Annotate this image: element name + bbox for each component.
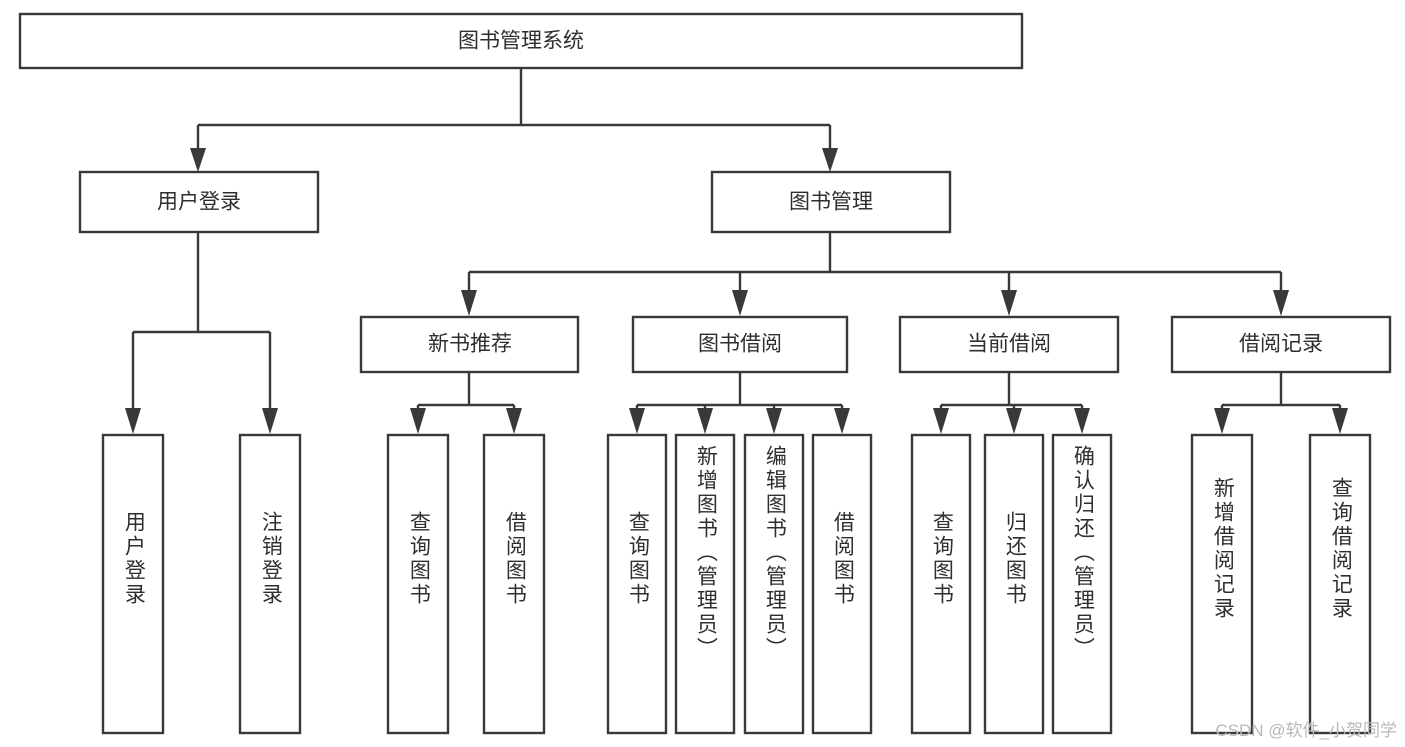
node-leaf-add-borrow-record-box[interactable] [1190, 433, 1254, 735]
node-user-login[interactable]: 用户登录 [78, 170, 320, 234]
arrow-head-icon [766, 408, 782, 434]
arrow-head-icon [1332, 408, 1348, 434]
node-leaf-borrow-book-2-box[interactable] [811, 433, 873, 735]
connectors-group [125, 68, 1348, 434]
node-book-manage[interactable]: 图书管理 [710, 170, 952, 234]
arrow-head-icon [410, 408, 426, 434]
node-leaf-query-book-3-box[interactable] [910, 433, 972, 735]
node-leaf-edit-book-admin-box[interactable] [743, 433, 805, 735]
arrow-head-icon [1074, 408, 1090, 434]
node-root-box[interactable] [18, 12, 1024, 70]
node-book-manage-label: 图书管理 [789, 191, 873, 214]
node-book-borrow[interactable]: 图书借阅 [631, 315, 849, 374]
node-leaf-logout-login-box[interactable] [238, 433, 302, 735]
node-new-book-recommend[interactable]: 新书推荐 [359, 315, 580, 374]
node-root[interactable]: 图书管理系统 [18, 12, 1024, 70]
node-current-borrow[interactable]: 当前借阅 [898, 315, 1120, 374]
node-book-manage-box[interactable] [710, 170, 952, 234]
node-book-borrow-box[interactable] [631, 315, 849, 374]
node-leaf-add-book-admin-box[interactable] [674, 433, 736, 735]
node-leaf-query-book-2-box[interactable] [606, 433, 668, 735]
leaf-boxes-group [101, 433, 1372, 735]
arrow-head-icon [834, 408, 850, 434]
arrow-head-icon [461, 290, 477, 316]
node-user-login-label: 用户登录 [157, 191, 241, 214]
arrow-head-icon [732, 290, 748, 316]
arrow-head-icon [262, 408, 278, 434]
arrow-head-icon [629, 408, 645, 434]
node-current-borrow-label: 当前借阅 [967, 333, 1051, 356]
arrow-head-icon [822, 148, 838, 172]
node-book-borrow-label: 图书借阅 [698, 333, 782, 356]
arrow-head-icon [506, 408, 522, 434]
node-leaf-user-login-box[interactable] [101, 433, 165, 735]
node-leaf-query-book-1-box[interactable] [386, 433, 450, 735]
node-borrow-record[interactable]: 借阅记录 [1170, 315, 1392, 374]
node-new-book-recommend-label: 新书推荐 [428, 333, 512, 356]
node-leaf-query-borrow-record-box[interactable] [1308, 433, 1372, 735]
node-leaf-return-book-box[interactable] [983, 433, 1045, 735]
node-current-borrow-box[interactable] [898, 315, 1120, 374]
arrow-head-icon [697, 408, 713, 434]
arrow-head-icon [190, 148, 206, 172]
node-leaf-borrow-book-1-box[interactable] [482, 433, 546, 735]
arrow-head-icon [933, 408, 949, 434]
arrow-head-icon [1214, 408, 1230, 434]
arrow-head-icon [125, 408, 141, 434]
arrow-head-icon [1006, 408, 1022, 434]
arrow-head-icon [1001, 290, 1017, 316]
node-borrow-record-label: 借阅记录 [1239, 333, 1323, 356]
node-user-login-box[interactable] [78, 170, 320, 234]
arrow-head-icon [1273, 290, 1289, 316]
node-root-label: 图书管理系统 [458, 30, 584, 53]
node-borrow-record-box[interactable] [1170, 315, 1392, 374]
node-leaf-confirm-return-admin-box[interactable] [1051, 433, 1113, 735]
node-new-book-recommend-box[interactable] [359, 315, 580, 374]
